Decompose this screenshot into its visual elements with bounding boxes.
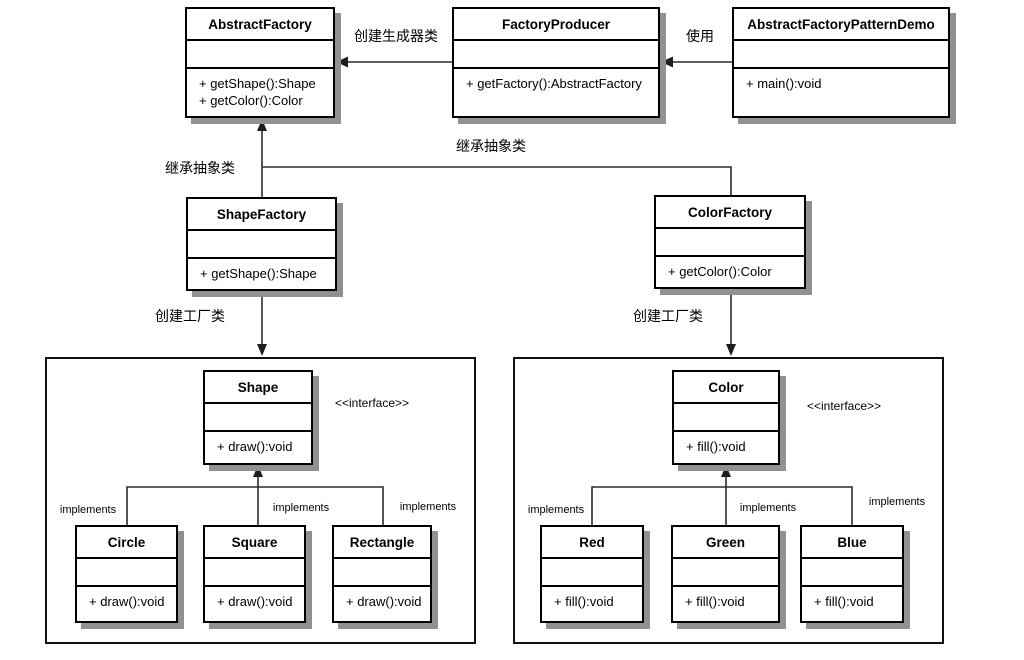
method-label: + fill():void <box>686 439 746 454</box>
method-label: + main():void <box>746 76 822 91</box>
edge-label-implements-circle: implements <box>59 504 117 516</box>
methods-section: + fill():void <box>674 432 778 463</box>
method-label: + getColor():Color <box>668 264 772 279</box>
class-shape-factory: ShapeFactory + getShape():Shape <box>186 197 337 291</box>
methods-section: + getFactory():AbstractFactory <box>454 69 658 116</box>
method-label: + fill():void <box>554 594 614 609</box>
class-factory-producer: FactoryProducer + getFactory():AbstractF… <box>452 7 660 118</box>
attributes-section <box>734 41 948 69</box>
class-title: ColorFactory <box>656 197 804 229</box>
method-label: + getColor():Color <box>199 93 303 108</box>
class-square: Square + draw():void <box>203 525 306 623</box>
attributes-section <box>205 559 304 587</box>
attributes-section <box>542 559 642 587</box>
color-implementations-frame <box>513 357 944 644</box>
class-title: Green <box>673 527 778 559</box>
edge-label-create-generator: 创建生成器类 <box>354 26 438 46</box>
method-label: + getShape():Shape <box>199 76 316 91</box>
attributes-section <box>802 559 902 587</box>
class-title: FactoryProducer <box>454 9 658 41</box>
attributes-section <box>77 559 176 587</box>
class-title: Red <box>542 527 642 559</box>
edge-label-inherit-abstract-left: 继承抽象类 <box>165 158 235 178</box>
methods-section: + fill():void <box>673 587 778 621</box>
class-title: Rectangle <box>334 527 430 559</box>
methods-section: + draw():void <box>334 587 430 621</box>
methods-section: + main():void <box>734 69 948 116</box>
class-green: Green + fill():void <box>671 525 780 623</box>
method-label: + fill():void <box>814 594 874 609</box>
class-title: Circle <box>77 527 176 559</box>
edge-label-implements-square: implements <box>272 502 330 514</box>
edge-label-implements-red: implements <box>527 504 585 516</box>
class-abstract-factory: AbstractFactory + getShape():Shape + get… <box>185 7 335 118</box>
method-label: + draw():void <box>89 594 165 609</box>
attributes-section <box>205 404 311 432</box>
edge-label-implements-rectangle: implements <box>399 501 457 513</box>
methods-section: + draw():void <box>205 587 304 621</box>
methods-section: + fill():void <box>542 587 642 621</box>
method-label: + draw():void <box>346 594 422 609</box>
edge-label-use: 使用 <box>686 26 714 46</box>
class-title: ShapeFactory <box>188 199 335 231</box>
attributes-section <box>188 231 335 259</box>
methods-section: + draw():void <box>77 587 176 621</box>
class-blue: Blue + fill():void <box>800 525 904 623</box>
attributes-section <box>673 559 778 587</box>
class-abstract-factory-pattern-demo: AbstractFactoryPatternDemo + main():void <box>732 7 950 118</box>
attributes-section <box>187 41 333 69</box>
class-rectangle: Rectangle + draw():void <box>332 525 432 623</box>
attributes-section <box>656 229 804 257</box>
methods-section: + draw():void <box>205 432 311 463</box>
stereotype-interface-shape: <<interface>> <box>334 396 410 410</box>
edge-label-create-factory-left: 创建工厂类 <box>155 306 225 326</box>
class-red: Red + fill():void <box>540 525 644 623</box>
class-title: Color <box>674 372 778 404</box>
edge-label-implements-blue: implements <box>868 496 926 508</box>
class-title: Blue <box>802 527 902 559</box>
methods-section: + getColor():Color <box>656 257 804 287</box>
edge-label-implements-green: implements <box>739 502 797 514</box>
method-label: + draw():void <box>217 439 293 454</box>
methods-section: + getShape():Shape <box>188 259 335 289</box>
method-label: + getFactory():AbstractFactory <box>466 76 642 91</box>
stereotype-interface-color: <<interface>> <box>806 399 882 413</box>
class-title: Square <box>205 527 304 559</box>
edge-label-create-factory-right: 创建工厂类 <box>633 306 703 326</box>
method-label: + getShape():Shape <box>200 266 317 281</box>
class-color-factory: ColorFactory + getColor():Color <box>654 195 806 289</box>
class-color-interface: Color + fill():void <box>672 370 780 465</box>
class-title: AbstractFactoryPatternDemo <box>734 9 948 41</box>
shape-implementations-frame <box>45 357 476 644</box>
class-title: Shape <box>205 372 311 404</box>
method-label: + draw():void <box>217 594 293 609</box>
attributes-section <box>334 559 430 587</box>
methods-section: + getShape():Shape + getColor():Color <box>187 69 333 116</box>
methods-section: + fill():void <box>802 587 902 621</box>
attributes-section <box>454 41 658 69</box>
edge-label-inherit-abstract-right: 继承抽象类 <box>456 136 526 156</box>
attributes-section <box>674 404 778 432</box>
class-shape-interface: Shape + draw():void <box>203 370 313 465</box>
method-label: + fill():void <box>685 594 745 609</box>
class-circle: Circle + draw():void <box>75 525 178 623</box>
class-title: AbstractFactory <box>187 9 333 41</box>
